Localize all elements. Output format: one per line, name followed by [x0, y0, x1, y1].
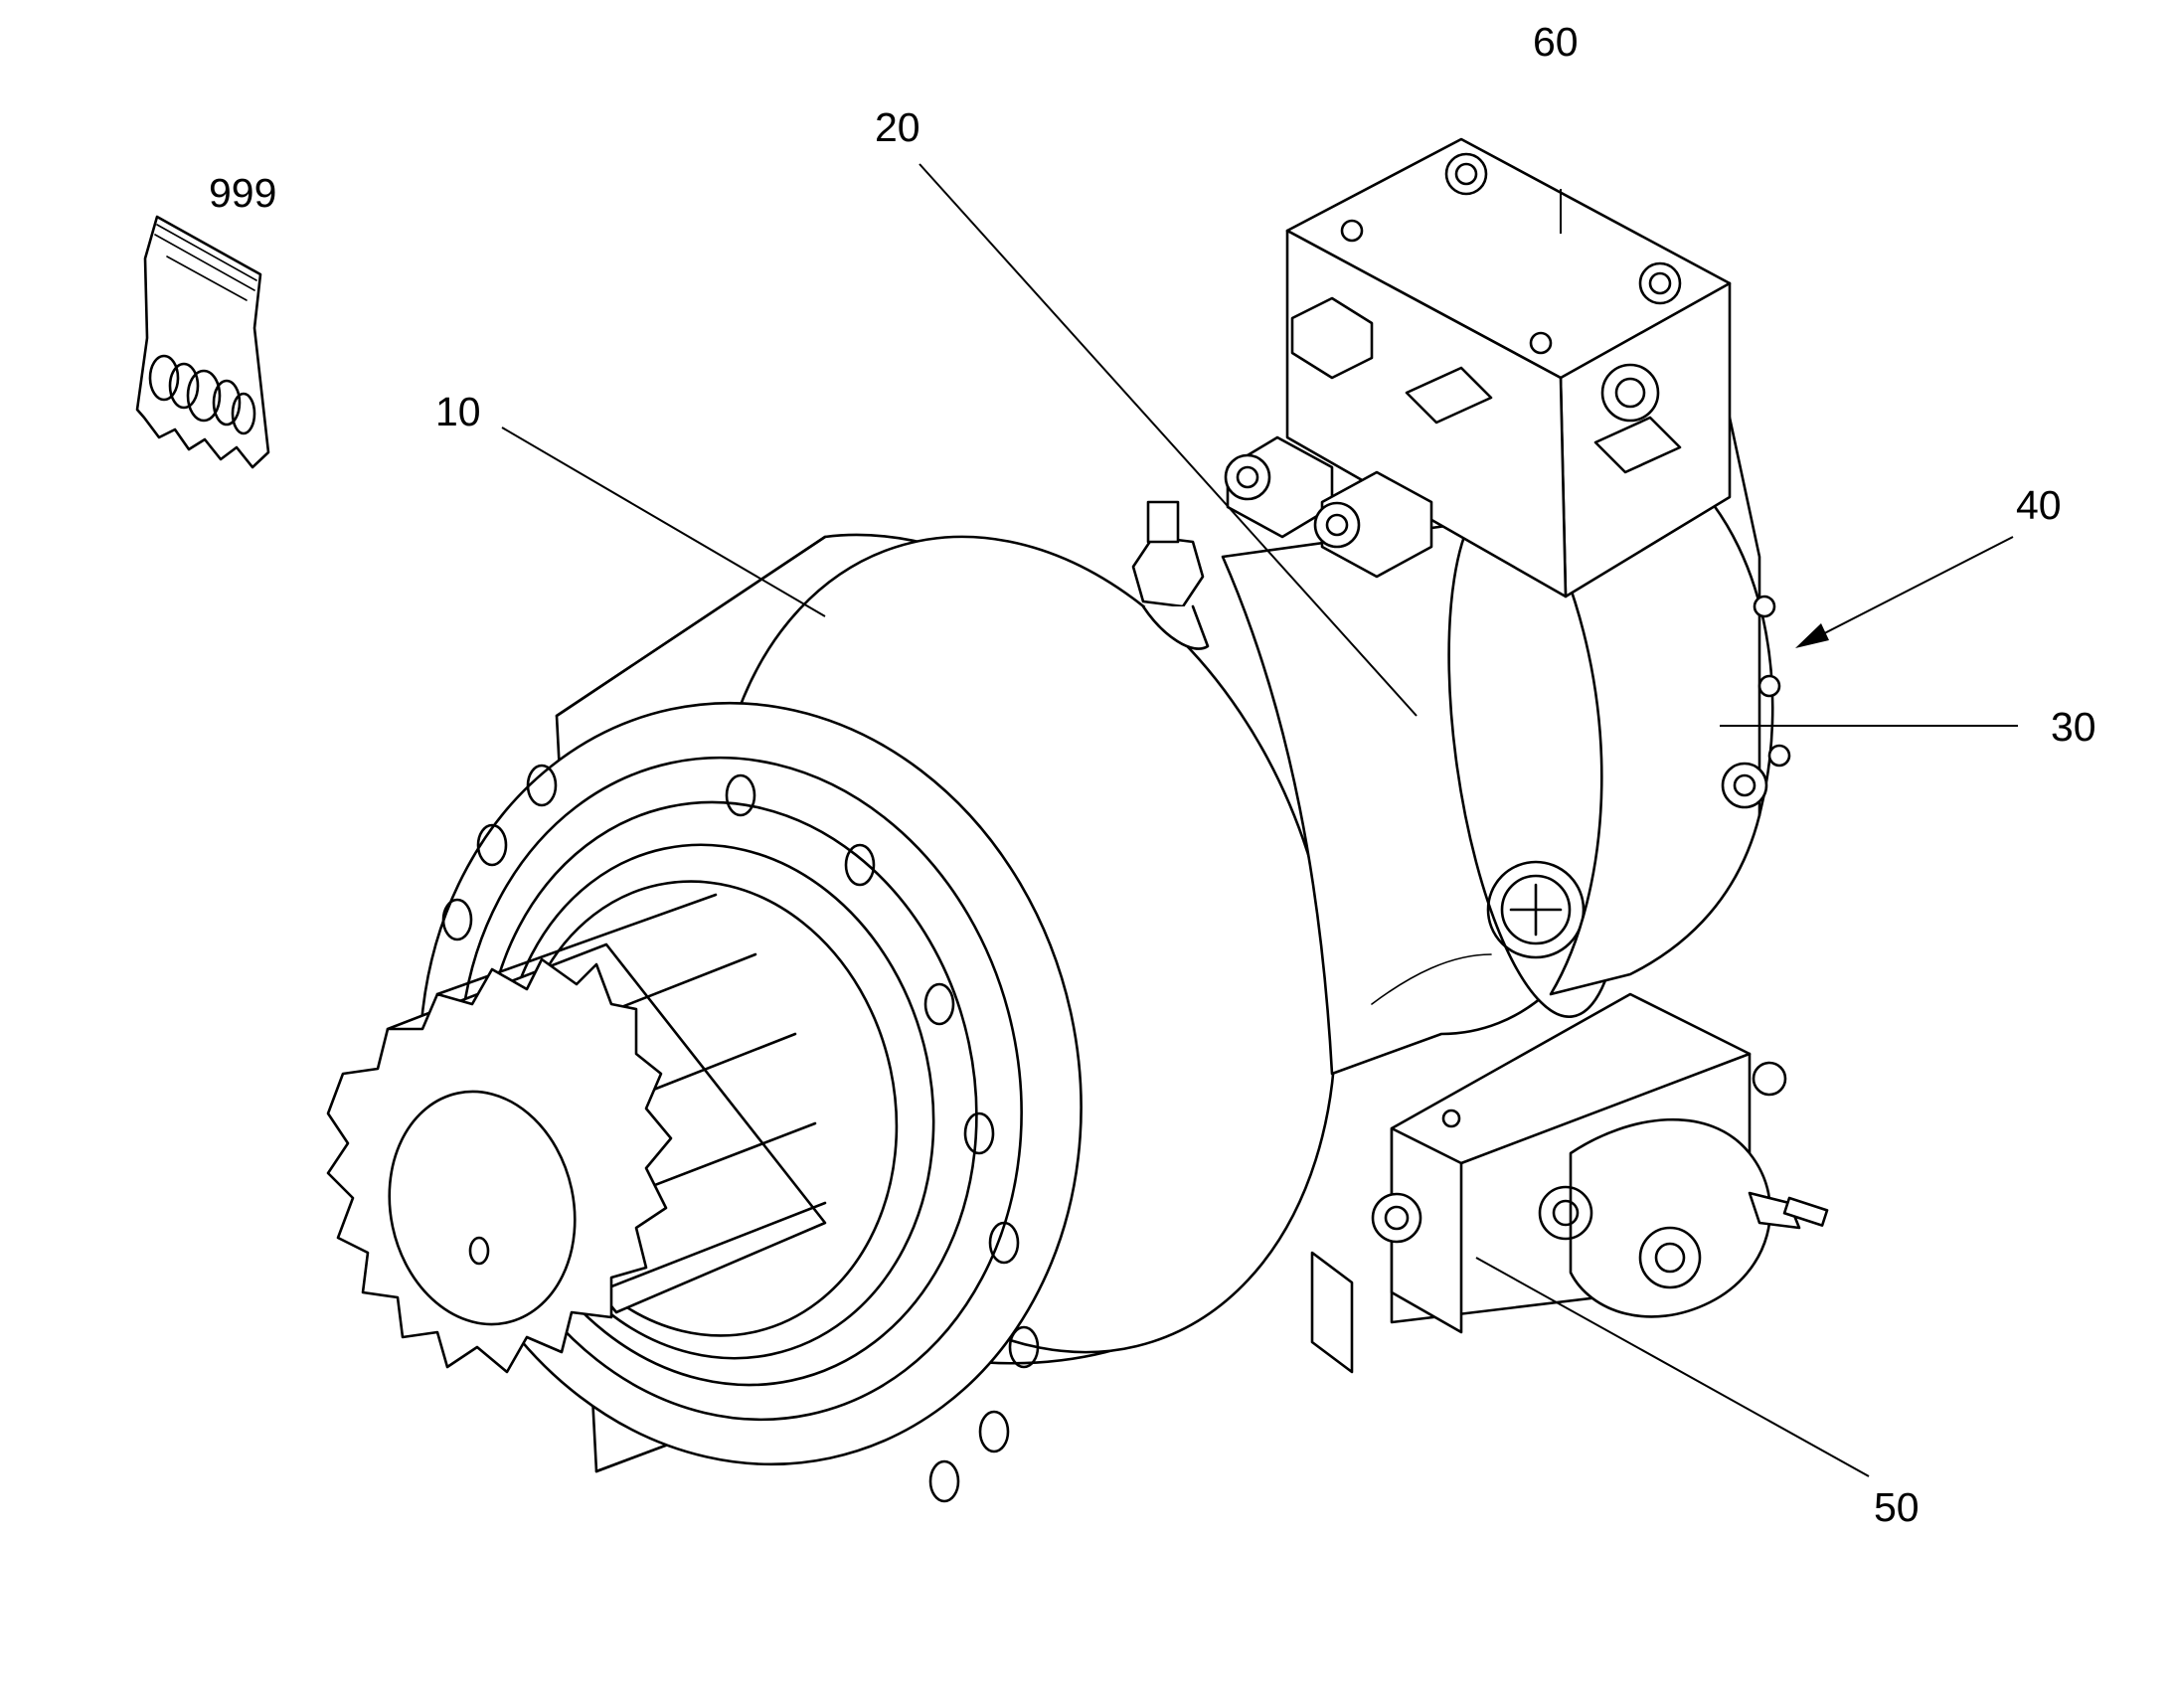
cover-bolt-icon [1721, 762, 1768, 809]
seal-ring-icon [148, 354, 256, 435]
callout-20: 20 [875, 104, 920, 150]
shaft-center-hole-icon [468, 1236, 490, 1266]
callout-30: 30 [2051, 704, 2096, 750]
seal-kit-bag [135, 215, 270, 469]
control-valve-block [1224, 137, 1732, 598]
arrowhead-40 [1795, 623, 1829, 648]
cover-pin-icon [1753, 595, 1791, 768]
callout-40: 40 [2016, 482, 2062, 528]
callout-60: 60 [1533, 19, 1579, 65]
adjuster-screw-icon [1748, 1191, 1829, 1230]
rear-cover [1539, 416, 1791, 996]
motor-housing [1221, 493, 1624, 1076]
flange-bolt-hole-icon [441, 764, 1040, 1503]
hydraulic-fitting-icon [1224, 296, 1682, 579]
leader-40 [1798, 536, 2014, 647]
callout-10: 10 [435, 389, 481, 434]
callout-50: 50 [1874, 1484, 1920, 1530]
valve-port-icon [1441, 1061, 1787, 1289]
splined-output-shaft [326, 893, 827, 1374]
leader-10 [501, 427, 826, 617]
leader-lines [501, 163, 2018, 1477]
brake-valve-block [1310, 992, 1829, 1374]
logo-emblem [1486, 860, 1586, 959]
speed-sensor-icon [1131, 500, 1210, 650]
leader-50 [1475, 1257, 1870, 1477]
callout-labels: 999 10 20 30 40 50 60 [209, 19, 2096, 1530]
leader-20 [919, 163, 1418, 717]
block-port-icon [1340, 152, 1682, 423]
callout-999: 999 [209, 170, 276, 216]
